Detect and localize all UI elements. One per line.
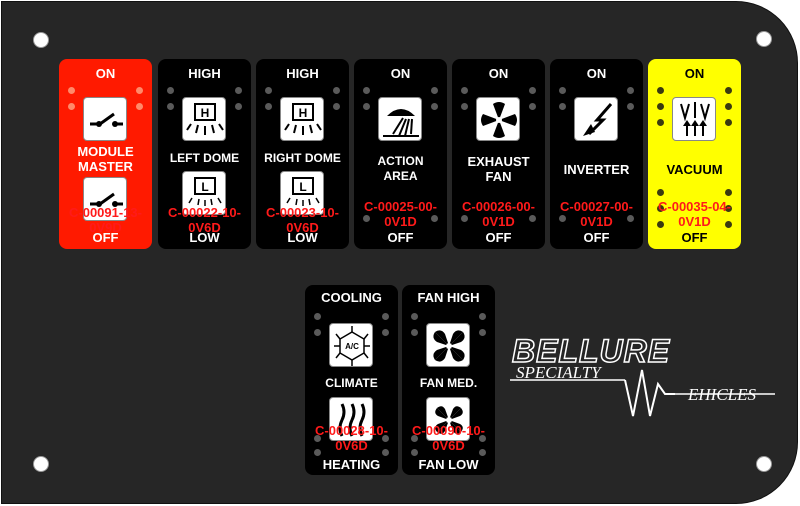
- mounting-hole-icon: [756, 31, 772, 47]
- switch-name-label: LEFT DOME: [169, 151, 240, 165]
- svg-text:H: H: [201, 106, 210, 120]
- dome-light-high-icon: H: [182, 97, 226, 141]
- switch-off-label: OFF: [681, 230, 708, 245]
- heat-waves-icon: [329, 397, 373, 441]
- dome-light-low-icon: L: [182, 171, 226, 215]
- vacuum-icon: [672, 97, 716, 141]
- part-code: C-00022-10- 0V6D: [168, 205, 241, 235]
- switch-fan-high-label: FAN HIGH: [417, 290, 480, 305]
- switch-off-label: OFF: [92, 230, 119, 245]
- mounting-hole-icon: [33, 456, 49, 472]
- switch-right-dome[interactable]: HIGH H RIGHT DOME L C-00023-10- 0V6D LOW: [256, 59, 349, 249]
- switch-name-label: RIGHT DOME: [264, 151, 341, 165]
- fan-high-icon: [426, 323, 470, 367]
- switch-left-dome[interactable]: HIGH H LEFT DOME L C-00022-10- 0V6D LOW: [158, 59, 251, 249]
- toggle-switch-icon: [83, 177, 127, 221]
- dome-light-low-icon: L: [280, 171, 324, 215]
- mounting-hole-icon: [33, 32, 49, 48]
- part-code: C-00035-04- 0V1D: [658, 199, 731, 229]
- switch-on-label: ON: [390, 66, 411, 81]
- mounting-hole-icon: [756, 456, 772, 472]
- switch-name-label: VACUUM: [666, 162, 723, 177]
- fan-icon: [476, 97, 520, 141]
- svg-text:H: H: [299, 106, 308, 120]
- part-code: C-00023-10- 0V6D: [266, 205, 339, 235]
- part-code: C-00090-10- 0V6D: [412, 423, 485, 453]
- dome-light-high-icon: H: [280, 97, 324, 141]
- floodlight-icon: [378, 97, 422, 141]
- switch-inverter[interactable]: ON INVERTER C-00027-00- 0V1D OFF: [550, 59, 643, 249]
- brand-logo-icon: [510, 369, 775, 417]
- switch-name-label: INVERTER: [563, 162, 630, 177]
- switch-high-label: HIGH: [188, 66, 221, 81]
- switch-off-label: OFF: [387, 230, 414, 245]
- part-code: C-00027-00- 0V1D: [560, 199, 633, 229]
- switch-cooling-label: COOLING: [321, 290, 382, 305]
- switch-exhaust-fan[interactable]: ON EXHAUST FAN C-00026-00- 0V1D OFF: [452, 59, 545, 249]
- switch-on-label: ON: [586, 66, 607, 81]
- svg-text:A/C: A/C: [345, 342, 359, 351]
- inverter-bolt-icon: [574, 97, 618, 141]
- switch-name-label: EXHAUST FAN: [467, 154, 530, 184]
- ac-snowflake-icon: A/C: [329, 323, 373, 367]
- switch-heating-label: HEATING: [322, 457, 381, 472]
- switch-low-label: LOW: [287, 230, 318, 245]
- switch-fan-speed[interactable]: FAN HIGH FAN MED. C-00090-10- 0V6D FAN L…: [402, 285, 495, 475]
- part-code: C-00091-13- 0V9D: [69, 205, 142, 235]
- switch-fan-low-label: FAN LOW: [418, 457, 479, 472]
- switch-low-label: LOW: [189, 230, 220, 245]
- brand-specialty-text: SPECIALTY: [516, 363, 601, 382]
- switch-action-area[interactable]: ON ACTION AREA C-00025-00- 0V1D OFF: [354, 59, 447, 249]
- brand-vehicles-text: EHICLES: [688, 385, 756, 404]
- switch-module-master[interactable]: ON MODULE MASTER C-00091-13- 0V9D OFF: [59, 59, 152, 249]
- brand-logo-text: BELLURE: [511, 332, 671, 370]
- fan-low-icon: [426, 397, 470, 441]
- switch-on-label: ON: [684, 66, 705, 81]
- switch-vacuum[interactable]: ON VACUUM C-00035-04- 0V1D OFF: [648, 59, 741, 249]
- part-code: C-00025-00- 0V1D: [364, 199, 437, 229]
- switch-climate[interactable]: COOLING A/C CLIMATE C-00028-10- 0V6D HEA…: [305, 285, 398, 475]
- switch-off-label: OFF: [583, 230, 610, 245]
- switch-high-label: HIGH: [286, 66, 319, 81]
- svg-text:L: L: [201, 180, 208, 194]
- part-code: C-00026-00- 0V1D: [462, 199, 535, 229]
- switch-on-label: ON: [95, 66, 116, 81]
- part-code: C-00028-10- 0V6D: [315, 423, 388, 453]
- switch-name-label: CLIMATE: [325, 376, 378, 390]
- toggle-switch-icon: [83, 97, 127, 141]
- switch-name-label: ACTION AREA: [377, 154, 424, 183]
- switch-on-label: ON: [488, 66, 509, 81]
- svg-text:L: L: [299, 180, 306, 194]
- switch-fan-med-label: FAN MED.: [419, 376, 478, 390]
- switch-name-label: MODULE MASTER: [77, 144, 134, 174]
- switch-off-label: OFF: [485, 230, 512, 245]
